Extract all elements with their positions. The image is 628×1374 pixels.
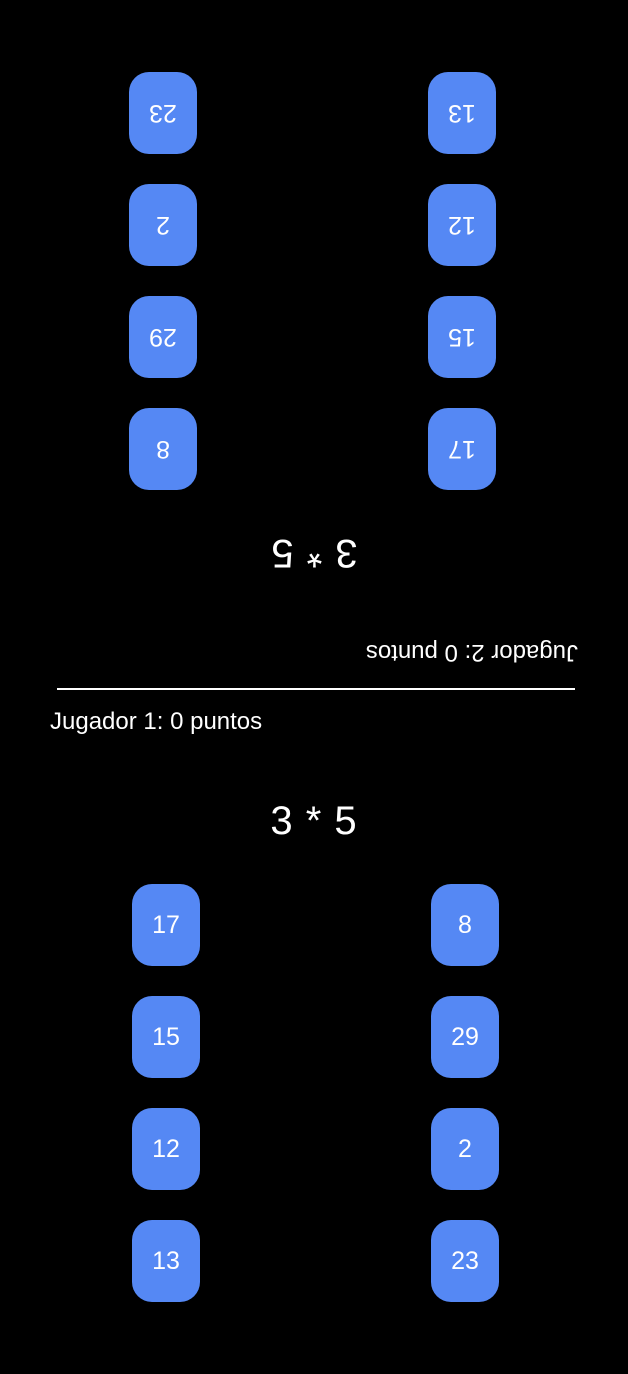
player1-answer-button[interactable]: 15: [132, 996, 200, 1078]
player1-score: Jugador 1: 0 puntos: [50, 708, 263, 735]
divider: [57, 688, 575, 690]
player1-answer-button[interactable]: 17: [132, 884, 200, 966]
player1-answers-left-column: 17 15 12 13: [106, 884, 226, 1332]
player2-answer-button[interactable]: 17: [428, 408, 496, 490]
player2-answer-button[interactable]: 12: [428, 184, 496, 266]
player1-answers-right-column: 8 29 2 23: [405, 884, 525, 1332]
player1-answer-button[interactable]: 12: [132, 1108, 200, 1190]
player1-answer-button[interactable]: 23: [431, 1220, 499, 1302]
player1-answer-button[interactable]: 8: [431, 884, 499, 966]
player1-question: 3 * 5: [270, 799, 358, 843]
player2-answer-button[interactable]: 2: [129, 184, 197, 266]
player2-score: Jugador 2: 0 puntos: [365, 639, 578, 666]
player1-area: Jugador 1: 0 puntos 3 * 5 17 15 12 13 8 …: [0, 687, 628, 1374]
player1-answer-button[interactable]: 2: [431, 1108, 499, 1190]
player1-answer-button[interactable]: 13: [132, 1220, 200, 1302]
player2-answer-button[interactable]: 23: [129, 72, 197, 154]
player2-answer-button[interactable]: 13: [428, 72, 496, 154]
player2-answer-button[interactable]: 29: [129, 296, 197, 378]
player2-answer-button[interactable]: 15: [428, 296, 496, 378]
player1-answers: 17 15 12 13 8 29 2 23: [0, 884, 628, 1304]
player2-area: Jugador 2: 0 puntos 3 * 5 17 15 12 13 8 …: [0, 70, 628, 666]
player2-answers: 17 15 12 13 8 29 2 23: [0, 70, 628, 490]
player2-question: 3 * 5: [270, 531, 358, 575]
player2-answers-left-column: 17 15 12 13: [402, 42, 522, 490]
player2-answers-right-column: 8 29 2 23: [103, 42, 223, 490]
player2-answer-button[interactable]: 8: [129, 408, 197, 490]
player1-answer-button[interactable]: 29: [431, 996, 499, 1078]
